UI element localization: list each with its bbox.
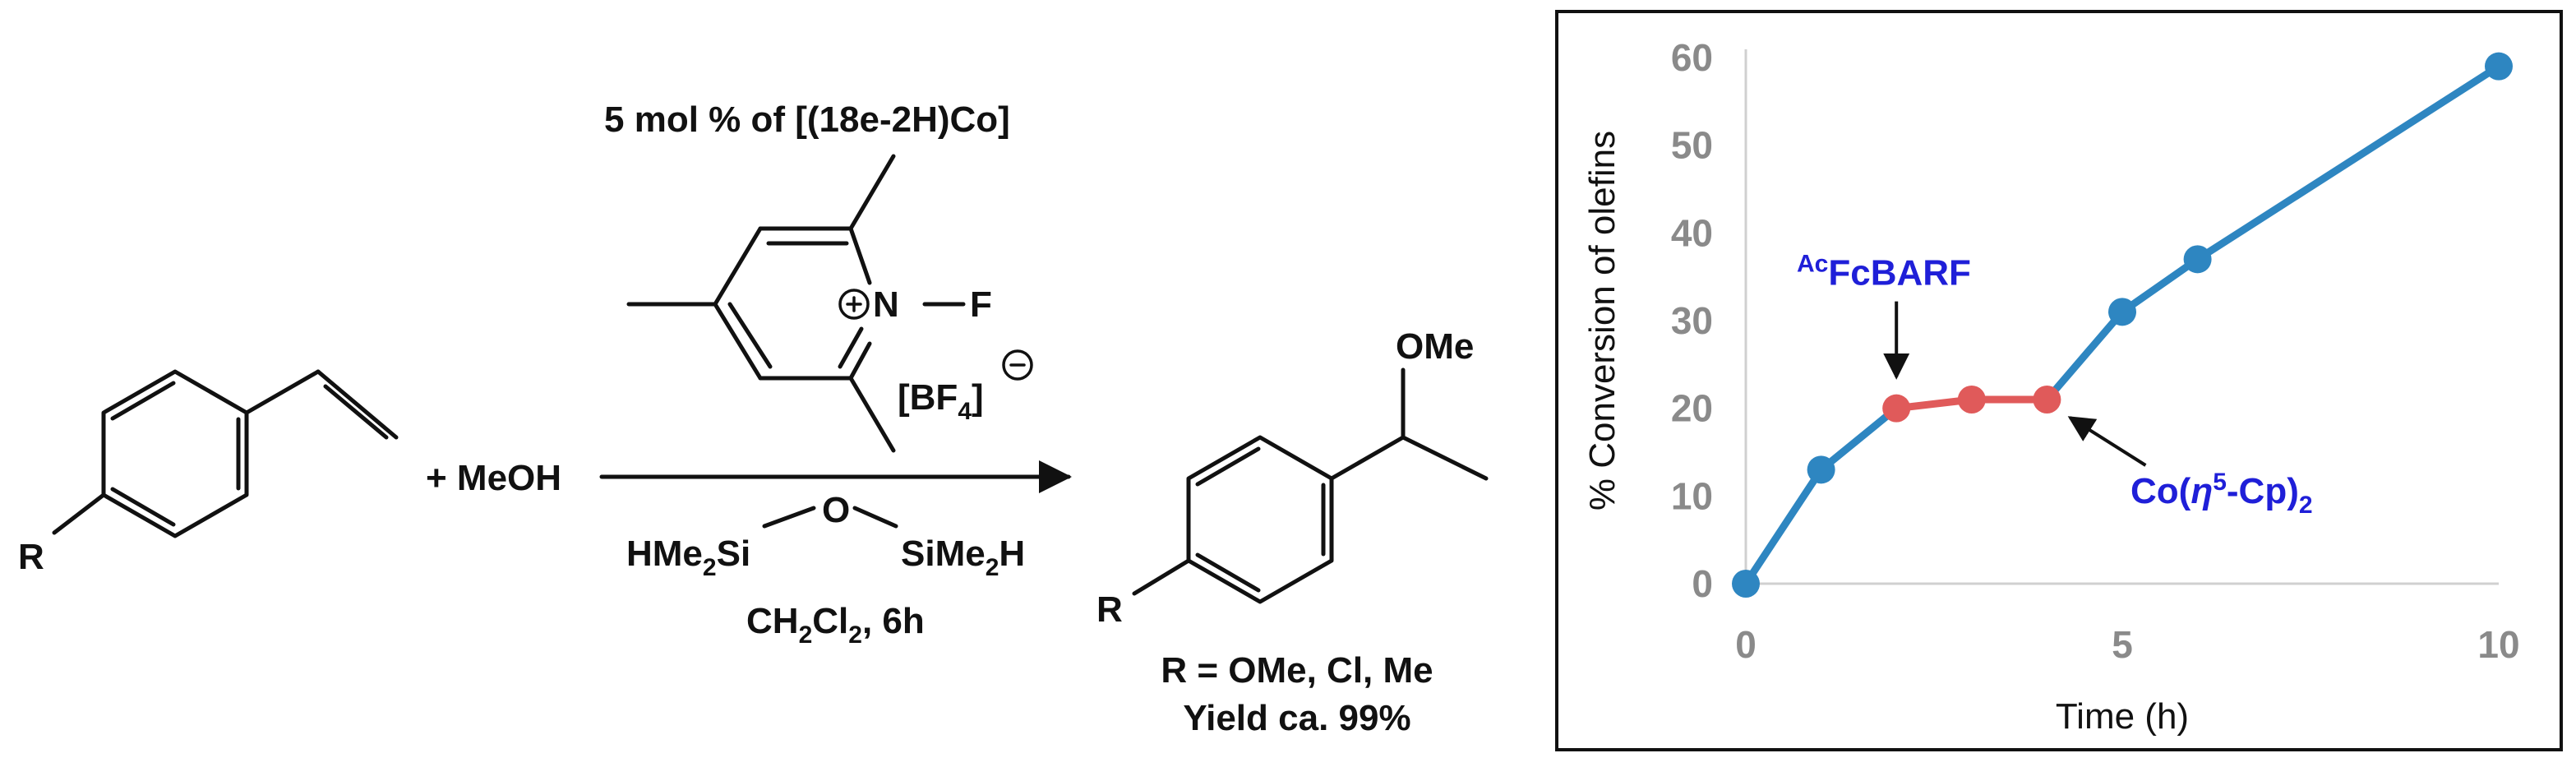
series-line-segment	[1742, 465, 1826, 588]
disiloxane-left-label: HMe2Si	[626, 534, 750, 581]
series-line-segment	[2194, 62, 2503, 263]
data-point	[2033, 386, 2061, 414]
annotation-acfcbarf: AcFcBARF	[1797, 251, 1971, 293]
x-tick-label: 5	[2112, 623, 2133, 666]
chart-axes	[1744, 49, 2499, 585]
reagent-label: + MeOH	[426, 458, 561, 498]
annotation-cobaltocene: Co(η5-Cp)2	[2131, 469, 2313, 519]
y-tick-label: 20	[1671, 387, 1713, 430]
series-line-segment	[1817, 404, 1900, 474]
data-point	[1957, 386, 1986, 414]
data-point	[2485, 52, 2513, 81]
reactant-substituent-label: R	[18, 537, 44, 577]
product-methoxy-label: OMe	[1396, 326, 1474, 367]
fluoropyridinium-structure	[626, 154, 1033, 453]
series-line-segment	[2118, 255, 2202, 316]
yield-label: Yield ca. 99%	[1183, 698, 1410, 738]
data-point	[2183, 245, 2212, 274]
x-tick-label: 10	[2477, 623, 2519, 666]
data-point	[1732, 570, 1760, 598]
x-tick-label: 0	[1735, 623, 1757, 666]
disiloxane-right-label: SiMe2H	[901, 534, 1025, 581]
reaction-scheme: R + MeOH 5 mol % of [(18e-2H)Co] N F	[18, 99, 1489, 738]
data-point	[1807, 455, 1835, 484]
y-tick-label: 30	[1671, 299, 1713, 342]
y-tick-label: 40	[1671, 211, 1713, 254]
substrate-scope-label: R = OMe, Cl, Me	[1161, 650, 1433, 691]
annotation-arrow-cobaltocene	[2067, 416, 2147, 467]
catalyst-label: 5 mol % of [(18e-2H)Co]	[604, 99, 1010, 140]
y-tick-label: 0	[1692, 562, 1713, 605]
y-tick-label: 50	[1671, 124, 1713, 167]
x-axis-label: Time (h)	[2056, 696, 2189, 737]
chart-tick-labels: 0 10 20 30 40 50 60 0 5 10	[1671, 36, 2520, 666]
chart-series	[1732, 52, 2513, 598]
data-point	[2108, 298, 2136, 326]
y-axis-label: % Conversion of olefins	[1582, 131, 1623, 511]
product-structure	[1132, 367, 1489, 604]
chart-annotations: AcFcBARF Co(η5-Cp)2	[1797, 251, 2313, 519]
counterion-label: [BF4]	[898, 377, 984, 425]
disiloxane-oxygen-label: O	[822, 490, 850, 530]
disiloxane-structure	[762, 506, 898, 529]
product-substituent-label: R	[1096, 589, 1123, 630]
series-line-segment	[2043, 307, 2126, 404]
solvent-conditions: CH2Cl2, 6h	[746, 601, 925, 649]
y-tick-label: 10	[1671, 474, 1713, 517]
data-point	[1882, 394, 1911, 423]
styrene-structure	[52, 369, 399, 538]
fluorine-atom-label: F	[970, 284, 992, 325]
y-tick-label: 60	[1671, 36, 1713, 79]
chart: 0 10 20 30 40 50 60 0 5 10 AcFcBARF Co(η5-Cp)2 Tim…	[1555, 10, 2563, 751]
nitrogen-atom-label: N	[873, 284, 899, 325]
